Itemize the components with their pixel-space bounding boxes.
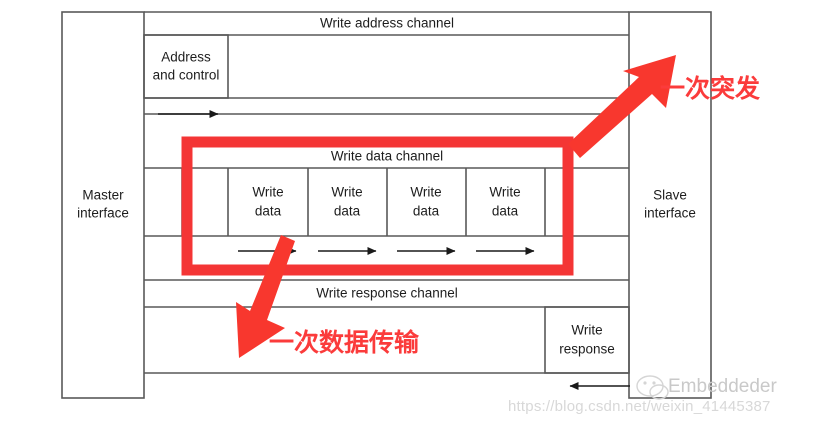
- master-interface-label-line2: interface: [77, 206, 129, 221]
- address-and-control-label-line1: Address: [161, 50, 211, 65]
- write-data-beat-1: Write data: [252, 185, 283, 219]
- write-data-beat-4-line1: Write: [489, 185, 520, 200]
- write-address-channel: Write address channel Address and contro…: [143, 16, 454, 118]
- slave-interface-label-line1: Slave: [653, 188, 687, 203]
- write-data-cell-separators: [181, 168, 546, 236]
- address-and-control-label-line2: and control: [153, 68, 220, 83]
- burst-annotation-text: 一次突发: [660, 74, 760, 103]
- write-data-beat-1-line2: data: [255, 204, 282, 219]
- address-and-control-box: Address and control: [143, 34, 229, 99]
- write-data-beat-2-line1: Write: [331, 185, 362, 200]
- write-data-burst-highlight: [181, 136, 574, 276]
- write-data-beat-1-line1: Write: [252, 185, 283, 200]
- write-data-beat-2-line2: data: [334, 204, 361, 219]
- write-data-beat-3: Write data: [410, 185, 441, 219]
- write-response-channel-label: Write response channel: [316, 286, 458, 301]
- write-data-beat-4-line2: data: [492, 204, 519, 219]
- transfer-annotation-text: 一次数据传输: [269, 328, 420, 357]
- watermark-url: https://blog.csdn.net/weixin_41445387: [508, 398, 771, 415]
- transfer-annotation-arrow-icon: [236, 235, 295, 358]
- write-data-channel-label: Write data channel: [331, 149, 443, 164]
- write-response-label-line1: Write: [571, 323, 602, 338]
- watermark: Embeddeder https://blog.csdn.net/weixin_…: [508, 375, 777, 415]
- burst-annotation-arrow-icon: [568, 55, 676, 158]
- write-data-beat-2: Write data: [331, 185, 362, 219]
- wechat-icon: [636, 375, 669, 400]
- write-response-label-line2: response: [559, 342, 615, 357]
- write-data-beat-3-line1: Write: [410, 185, 441, 200]
- master-interface-box: Master interface: [61, 11, 145, 399]
- write-data-beat-4: Write data: [489, 185, 520, 219]
- slave-interface-label-line2: interface: [644, 206, 696, 221]
- slave-interface-box: Slave interface: [628, 11, 712, 399]
- master-interface-label-line1: Master: [82, 188, 124, 203]
- write-response-channel: Write response channel Write response: [316, 286, 630, 390]
- write-address-channel-label: Write address channel: [320, 16, 454, 31]
- write-data-beat-3-line2: data: [413, 204, 440, 219]
- write-response-box: Write response: [544, 306, 630, 374]
- watermark-brand: Embeddeder: [668, 376, 777, 397]
